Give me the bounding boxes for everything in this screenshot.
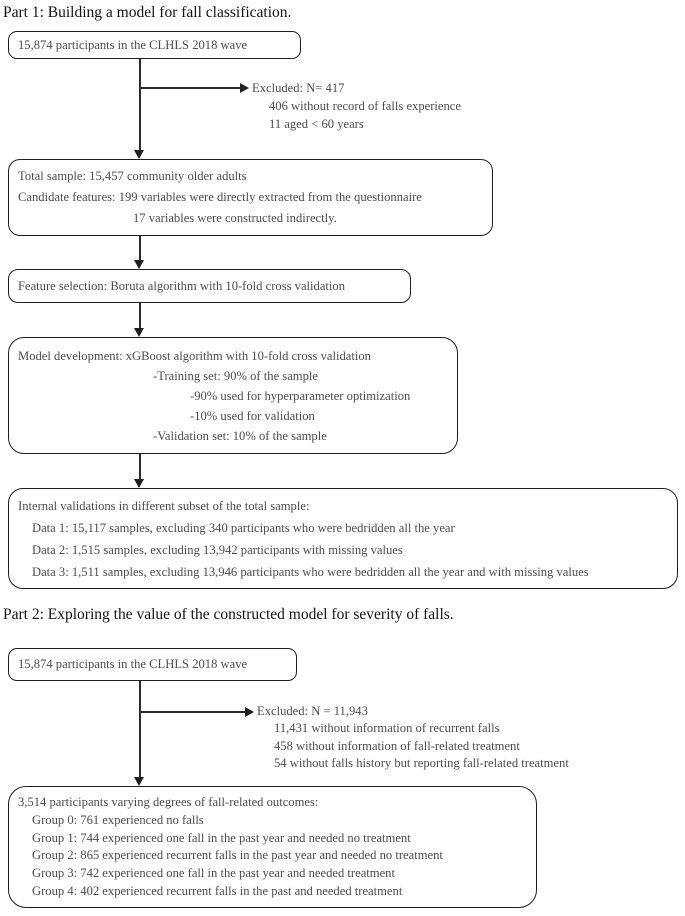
internal-validation-item: Data 3: 1,511 samples, excluding 13,946 … <box>32 565 589 579</box>
part1-box-participants: 15,874 participants in the CLHLS 2018 wa… <box>8 31 301 59</box>
part1-excluded-block: Excluded: N= 417 406 without record of f… <box>252 79 461 133</box>
arrowhead-down-icon <box>134 479 144 488</box>
model-development-line: -Training set: 90% of the sample <box>153 369 318 383</box>
part2-box-outcomes: 3,514 participants varying degrees of fa… <box>8 786 537 908</box>
total-sample-line: Candidate features: 199 variables were d… <box>18 190 422 204</box>
outcomes-group-item: Group 0: 761 experienced no falls <box>32 812 204 827</box>
part2-excluded-item: 458 without information of fall-related … <box>274 738 520 753</box>
outcomes-group-item: Group 1: 744 experienced one fall in the… <box>32 830 411 845</box>
part1-connector-line-4 <box>139 454 141 480</box>
part2-excluded-branch-line <box>139 711 245 713</box>
arrowhead-down-icon <box>134 150 144 159</box>
part2-excluded-block: Excluded: N = 11,943 11,431 without info… <box>257 703 569 772</box>
part1-box-participants-text: 15,874 participants in the CLHLS 2018 wa… <box>18 37 248 52</box>
part1-excluded-item: 406 without record of falls experience <box>269 99 461 113</box>
arrowhead-right-icon <box>240 83 249 93</box>
part1-excluded-branch-line <box>139 87 240 89</box>
part2-connector-line-1 <box>139 681 141 778</box>
internal-validation-item: Data 2: 1,515 samples, excluding 13,942 … <box>32 543 403 557</box>
part2-title: Part 2: Exploring the value of the const… <box>3 606 454 623</box>
part1-title: Part 1: Building a model for fall classi… <box>3 4 292 21</box>
part1-box-feature-selection: Feature selection: Boruta algorithm with… <box>8 269 411 303</box>
part1-box-internal-validation: Internal validations in different subset… <box>8 488 678 589</box>
outcomes-group-item: Group 3: 742 experienced one fall in the… <box>32 866 395 881</box>
part1-connector-line-3 <box>139 303 141 329</box>
arrowhead-right-icon <box>245 707 254 717</box>
model-development-line: -Validation set: 10% of the sample <box>153 429 327 443</box>
part1-connector-line-2 <box>139 236 141 261</box>
internal-validation-item: Data 1: 15,117 samples, excluding 340 pa… <box>32 521 455 535</box>
arrowhead-down-icon <box>134 260 144 269</box>
total-sample-line: 17 variables were constructed indirectly… <box>133 211 337 225</box>
arrowhead-down-icon <box>134 328 144 337</box>
part1-box-model-development: Model development: xGBoost algorithm wit… <box>8 337 458 454</box>
part2-box-participants-text: 15,874 participants in the CLHLS 2018 wa… <box>18 657 248 671</box>
model-development-line: -90% used for hyperparameter optimizatio… <box>190 389 411 403</box>
part1-connector-line-1 <box>139 59 141 150</box>
part2-excluded-item: 11,431 without information of recurrent … <box>274 721 500 736</box>
model-development-line: -10% used for validation <box>190 409 315 423</box>
arrowhead-down-icon <box>134 777 144 786</box>
part1-excluded-header: Excluded: N= 417 <box>252 81 345 95</box>
part2-box-participants: 15,874 participants in the CLHLS 2018 wa… <box>8 648 297 681</box>
part2-excluded-header: Excluded: N = 11,943 <box>257 704 368 718</box>
feature-selection-text: Feature selection: Boruta algorithm with… <box>18 278 346 293</box>
part1-excluded-item: 11 aged < 60 years <box>269 117 364 131</box>
internal-validation-header: Internal validations in different subset… <box>18 499 310 513</box>
part1-box-total-sample: Total sample: 15,457 community older adu… <box>8 159 493 236</box>
outcomes-header: 3,514 participants varying degrees of fa… <box>18 795 319 809</box>
outcomes-group-item: Group 2: 865 experienced recurrent falls… <box>32 848 443 863</box>
part2-excluded-item: 54 without falls history but reporting f… <box>274 755 569 770</box>
outcomes-group-item: Group 4: 402 experienced recurrent falls… <box>32 883 403 898</box>
model-development-line: Model development: xGBoost algorithm wit… <box>18 349 371 363</box>
total-sample-line: Total sample: 15,457 community older adu… <box>18 169 247 183</box>
